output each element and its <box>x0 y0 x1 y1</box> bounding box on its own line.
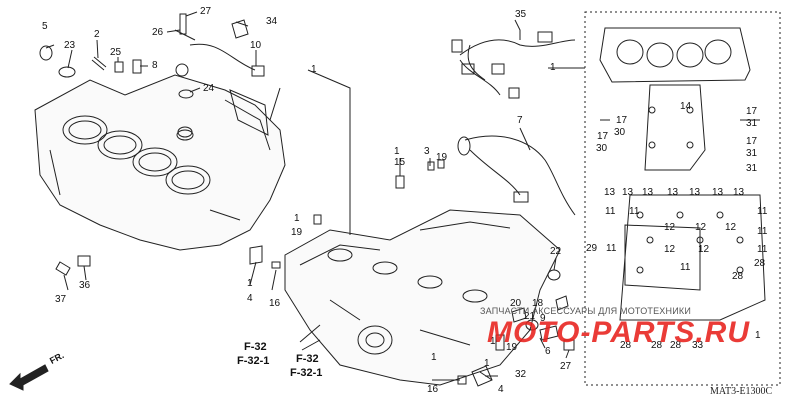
callout-11-g: 11 <box>680 262 691 273</box>
ref-f32-1-right: F-32-1 <box>290 367 323 379</box>
callout-16-b: 16 <box>427 384 439 395</box>
callout-28-b: 28 <box>732 271 744 282</box>
callout-12-d: 12 <box>664 244 676 255</box>
callout-13-e: 13 <box>689 187 701 198</box>
callout-36: 36 <box>79 280 91 291</box>
callout-30-a: 30 <box>614 127 626 138</box>
callout-13-a: 13 <box>604 187 616 198</box>
callout-12-a: 12 <box>664 222 676 233</box>
callout-13-b: 13 <box>622 187 634 198</box>
callout-8: 8 <box>152 60 158 71</box>
callout-15: 15 <box>394 157 406 168</box>
callout-17-b: 17 <box>597 131 609 142</box>
callout-37: 37 <box>55 294 67 305</box>
callout-11-f: 11 <box>757 244 768 255</box>
callout-19-b: 19 <box>291 227 303 238</box>
callout-25: 25 <box>110 47 122 58</box>
callout-2: 2 <box>94 29 100 40</box>
callout-11-e: 11 <box>606 243 617 254</box>
callout-21: 21 <box>524 311 536 322</box>
ref-f32-1-left: F-32-1 <box>237 355 270 367</box>
ref-f32-left: F-32 <box>244 341 267 353</box>
callout-1-i: 1 <box>484 358 490 369</box>
callout-28-c: 28 <box>620 340 632 351</box>
callout-19-a: 19 <box>436 152 448 163</box>
callout-31-a: 31 <box>746 118 758 129</box>
diagram-code: MAT3-E1300C <box>710 386 773 397</box>
callout-16-a: 16 <box>269 298 281 309</box>
callout-1-d: 1 <box>394 146 400 157</box>
callout-12-e: 12 <box>698 244 710 255</box>
callout-12-c: 12 <box>725 222 737 233</box>
callout-6: 6 <box>545 346 551 357</box>
callout-28-a: 28 <box>754 258 766 269</box>
callout-9: 9 <box>540 313 546 324</box>
callout-1-g: 1 <box>490 336 496 347</box>
callout-28-e: 28 <box>670 340 682 351</box>
callout-17-d: 17 <box>746 136 758 147</box>
callout-13-g: 13 <box>733 187 745 198</box>
callout-3: 3 <box>424 146 430 157</box>
callout-17-c: 17 <box>746 106 758 117</box>
callout-33: 33 <box>692 340 704 351</box>
callout-1-e: 1 <box>294 213 300 224</box>
callout-13-f: 13 <box>712 187 724 198</box>
callout-31-c: 31 <box>746 163 758 174</box>
bolt-kit-box <box>584 11 781 386</box>
callout-28-d: 28 <box>651 340 663 351</box>
leader-lines <box>45 11 760 381</box>
callout-31-b: 31 <box>746 148 758 159</box>
callout-26: 26 <box>152 27 164 38</box>
cylinder-block <box>34 74 286 251</box>
callout-1-b: 1 <box>550 62 556 73</box>
callout-27-b: 27 <box>560 361 572 372</box>
callout-12-b: 12 <box>695 222 707 233</box>
callout-29: 29 <box>586 243 598 254</box>
callout-1-c: 1 <box>755 330 761 341</box>
callout-10: 10 <box>250 40 262 51</box>
callout-23: 23 <box>64 40 76 51</box>
callout-11-a: 11 <box>605 206 616 217</box>
callout-30-b: 30 <box>596 143 608 154</box>
ref-f32-right: F-32 <box>296 353 319 365</box>
callout-14: 14 <box>680 101 692 112</box>
callout-11-b: 11 <box>629 206 640 217</box>
callout-24: 24 <box>203 83 215 94</box>
callout-11-c: 11 <box>757 206 768 217</box>
callout-5: 5 <box>42 21 48 32</box>
front-arrow-icon <box>9 364 49 391</box>
watermark-tagline: ЗАПЧАСТИ АКСЕССУАРЫ ДЛЯ МОТОТЕХНИКИ <box>480 306 691 316</box>
callout-34: 34 <box>266 16 278 27</box>
callout-35: 35 <box>515 9 527 20</box>
callout-18: 18 <box>532 298 544 309</box>
callout-1-a: 1 <box>311 64 317 75</box>
callout-17-a: 17 <box>616 115 628 126</box>
callout-20: 20 <box>510 298 522 309</box>
callout-22: 22 <box>550 246 562 257</box>
callout-19-c: 19 <box>506 342 518 353</box>
callout-27-top: 27 <box>200 6 212 17</box>
callout-7: 7 <box>517 115 523 126</box>
callout-4-a: 4 <box>247 293 253 304</box>
callout-32: 32 <box>515 369 527 380</box>
callout-1-f: 1 <box>247 278 253 289</box>
wire-harnesses <box>451 31 576 216</box>
watermark-logo: MOTO-PARTS.RU <box>487 316 751 349</box>
callout-13-c: 13 <box>642 187 654 198</box>
callout-1-h: 1 <box>431 352 437 363</box>
callout-4-b: 4 <box>498 384 504 395</box>
callout-13-d: 13 <box>667 187 679 198</box>
callout-11-d: 11 <box>757 226 768 237</box>
lower-crankcase <box>284 209 561 386</box>
